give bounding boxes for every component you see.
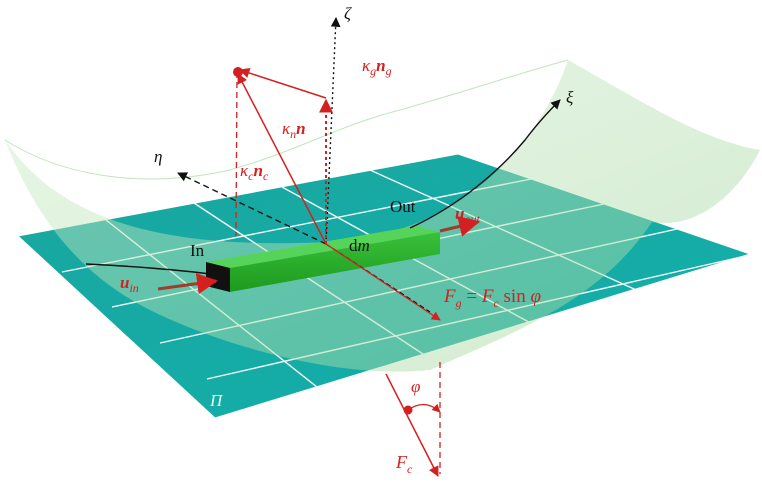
trajectory-out xyxy=(409,99,561,229)
surface-back-edge xyxy=(4,59,569,180)
u-out-label: uout xyxy=(455,204,480,226)
phi-label: φ xyxy=(411,377,420,396)
eta-axis xyxy=(177,172,327,245)
force-vectors xyxy=(157,67,481,477)
kc-tip-point xyxy=(233,67,243,77)
kg-ng-label: κgng xyxy=(362,56,392,78)
in-label: In xyxy=(190,241,205,260)
kc-nc-vector xyxy=(237,73,327,245)
fc-label: Fc xyxy=(395,452,413,476)
phi-arc xyxy=(407,403,441,413)
fg-formula-label: Fg = Fc sin φ xyxy=(443,286,541,310)
zeta-label: ζ xyxy=(344,4,352,23)
eta-label: η xyxy=(154,147,162,166)
trajectory-in xyxy=(85,263,211,275)
u-out-vector xyxy=(439,216,481,237)
kn-n-label: κnn xyxy=(282,119,306,141)
fg-vector xyxy=(325,243,441,321)
plane-label: Π xyxy=(209,391,224,410)
kc-drop-line xyxy=(235,71,238,237)
dm-label: dm xyxy=(349,236,370,255)
fc-vector xyxy=(385,373,439,477)
u-in-label: uin xyxy=(120,273,139,295)
phi-point xyxy=(403,405,413,415)
kg-ng-vector xyxy=(239,67,327,99)
u-in-vector xyxy=(157,273,219,294)
curved-surface xyxy=(5,60,760,372)
out-label: Out xyxy=(390,197,416,216)
kc-nc-label: κcnc xyxy=(240,161,269,183)
xi-label: ξ xyxy=(566,88,574,107)
